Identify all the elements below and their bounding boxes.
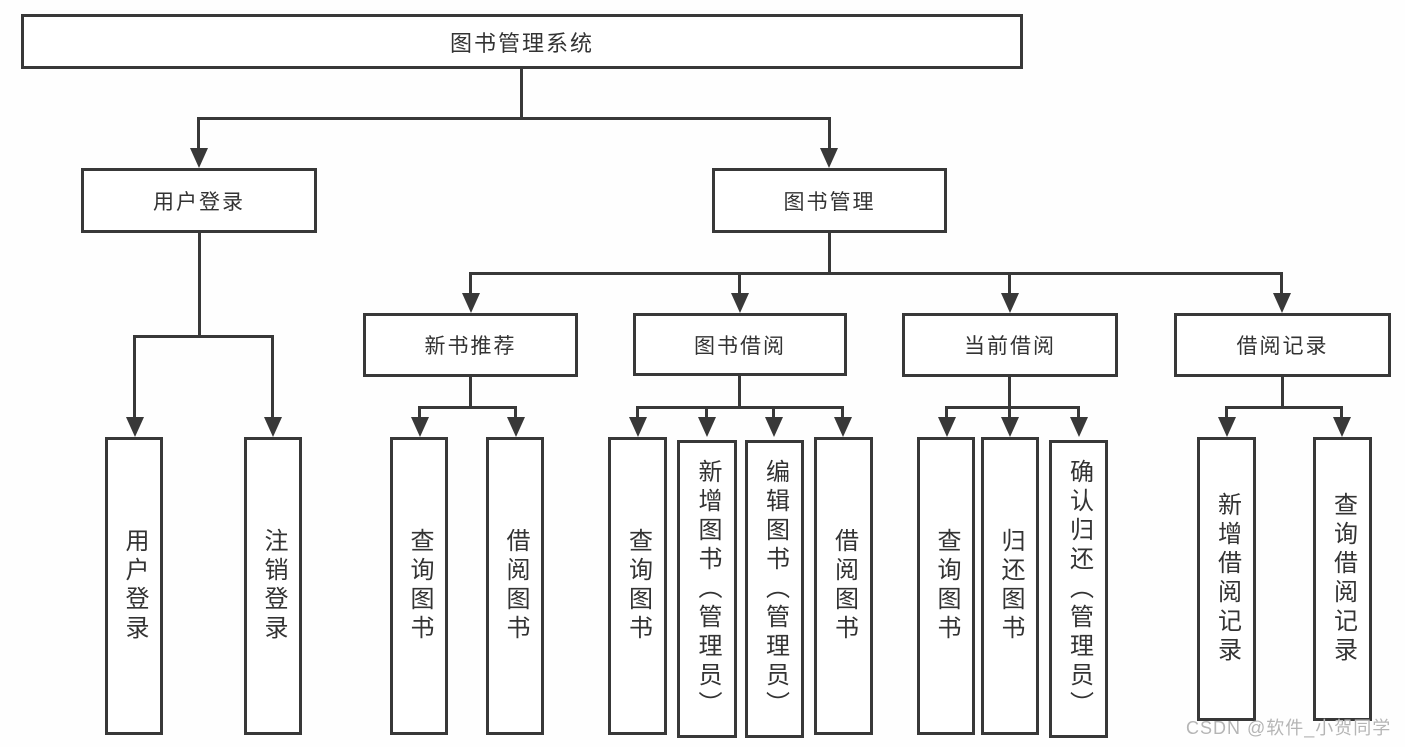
leaf-add-borrow-record: 新增借阅记录: [1197, 437, 1256, 721]
arrowhead-br-add: [1218, 417, 1236, 437]
connector-user-login-stem: [198, 233, 201, 336]
leaf-query-borrow-record-label: 查询借阅记录: [1329, 492, 1357, 666]
arrowhead-book-borrowing: [731, 293, 749, 313]
leaf-edit-books-admin: 编辑图书（管理员）: [745, 440, 804, 738]
arrowhead-cb-confirm: [1070, 417, 1088, 437]
connector-root-branch: [197, 117, 831, 120]
arrowhead-cb-return: [1001, 417, 1019, 437]
node-book-borrowing-label: 图书借阅: [694, 334, 786, 358]
node-user-login: 用户登录: [81, 168, 317, 233]
arrowhead-br-query: [1333, 417, 1351, 437]
connector-new-book-rec-branch: [418, 406, 517, 409]
arrowhead-bb-query: [629, 417, 647, 437]
node-book-management-label: 图书管理: [783, 190, 876, 214]
node-current-borrowing: 当前借阅: [902, 313, 1118, 377]
node-current-borrowing-label: 当前借阅: [964, 335, 1056, 358]
arrowhead-leaf-logout: [264, 417, 282, 437]
arrowhead-bb-add: [698, 417, 716, 437]
leaf-confirm-return-admin-label: 确认归还（管理员）: [1065, 458, 1093, 720]
leaf-user-login-label: 用户登录: [121, 528, 148, 644]
leaf-borrow-books-borrowing-label: 借阅图书: [830, 528, 858, 644]
leaf-user-login: 用户登录: [105, 437, 163, 735]
connector-cb-return: [1008, 406, 1011, 419]
connector-current-borrowing-stem: [1008, 377, 1011, 408]
leaf-return-books: 归还图书: [981, 437, 1039, 735]
connector-to-current-borrowing: [1008, 272, 1011, 295]
leaf-add-books-admin-label: 新增图书（管理员）: [694, 458, 721, 720]
watermark-text: CSDN @软件_小贺同学: [1186, 718, 1392, 738]
arrowhead-borrowing-records: [1273, 293, 1291, 313]
connector-bb-query: [636, 406, 639, 419]
node-user-login-label: 用户登录: [153, 190, 245, 214]
connector-bb-edit: [772, 406, 775, 419]
connector-br-add: [1225, 406, 1228, 419]
connector-root-to-book-management: [828, 117, 831, 151]
node-new-book-recommendation-label: 新书推荐: [424, 335, 517, 358]
connector-user-login-branch: [133, 335, 274, 338]
connector-to-leaf-logout: [271, 335, 274, 419]
node-new-book-recommendation: 新书推荐: [363, 313, 578, 377]
leaf-query-books-current-label: 查询图书: [933, 528, 960, 644]
connector-book-borrowing-branch: [636, 406, 844, 409]
arrowhead-nr-query: [411, 417, 429, 437]
leaf-query-books-borrowing: 查询图书: [608, 437, 667, 735]
arrowhead-book-management: [820, 148, 838, 168]
connector-root-to-user-login: [197, 117, 200, 151]
leaf-borrow-books-recommend: 借阅图书: [486, 437, 544, 735]
node-borrowing-records: 借阅记录: [1174, 313, 1391, 377]
connector-to-new-book-rec: [469, 272, 472, 295]
connector-book-borrowing-stem: [738, 376, 741, 408]
connector-to-book-borrowing: [738, 272, 741, 295]
leaf-query-books-borrowing-label: 查询图书: [624, 528, 652, 644]
connector-borrowing-records-branch: [1225, 406, 1343, 409]
connector-new-book-rec-stem: [469, 377, 472, 408]
arrowhead-new-book-rec: [462, 293, 480, 313]
leaf-logout-label: 注销登录: [260, 528, 287, 644]
connector-book-management-branch: [469, 272, 1283, 275]
leaf-query-borrow-record: 查询借阅记录: [1313, 437, 1372, 721]
connector-to-leaf-user-login: [133, 335, 136, 419]
node-borrowing-records-label: 借阅记录: [1236, 335, 1329, 358]
connector-nr-query: [418, 406, 421, 419]
connector-br-query: [1340, 406, 1343, 419]
arrowhead-bb-borrow: [834, 417, 852, 437]
connector-to-borrowing-records: [1280, 272, 1283, 295]
leaf-borrow-books-borrowing: 借阅图书: [814, 437, 873, 735]
leaf-confirm-return-admin: 确认归还（管理员）: [1049, 440, 1108, 738]
leaf-edit-books-admin-label: 编辑图书（管理员）: [761, 458, 789, 720]
leaf-query-books-recommend-label: 查询图书: [406, 528, 433, 644]
connector-cb-confirm: [1077, 406, 1080, 419]
connector-cb-query: [945, 406, 948, 419]
connector-bb-borrow: [841, 406, 844, 419]
leaf-borrow-books-recommend-label: 借阅图书: [502, 528, 529, 644]
arrowhead-cb-query: [938, 417, 956, 437]
connector-nr-borrow: [514, 406, 517, 419]
connector-root-stem: [520, 68, 523, 118]
node-book-management: 图书管理: [712, 168, 947, 233]
leaf-add-borrow-record-label: 新增借阅记录: [1213, 492, 1241, 666]
arrowhead-leaf-user-login: [126, 417, 144, 437]
node-book-borrowing: 图书借阅: [633, 313, 847, 376]
arrowhead-current-borrowing: [1001, 293, 1019, 313]
leaf-logout: 注销登录: [244, 437, 302, 735]
node-library-management-system: 图书管理系统: [21, 14, 1023, 69]
leaf-query-books-recommend: 查询图书: [390, 437, 448, 735]
connector-current-borrowing-branch: [945, 406, 1079, 409]
leaf-add-books-admin: 新增图书（管理员）: [677, 440, 737, 738]
arrowhead-user-login: [190, 148, 208, 168]
arrowhead-bb-edit: [765, 417, 783, 437]
connector-borrowing-records-stem: [1281, 377, 1284, 408]
arrowhead-nr-borrow: [507, 417, 525, 437]
connector-book-management-stem: [828, 233, 831, 274]
leaf-return-books-label: 归还图书: [997, 528, 1024, 644]
node-library-management-system-label: 图书管理系统: [449, 30, 594, 56]
connector-bb-add: [705, 406, 708, 419]
leaf-query-books-current: 查询图书: [917, 437, 975, 735]
